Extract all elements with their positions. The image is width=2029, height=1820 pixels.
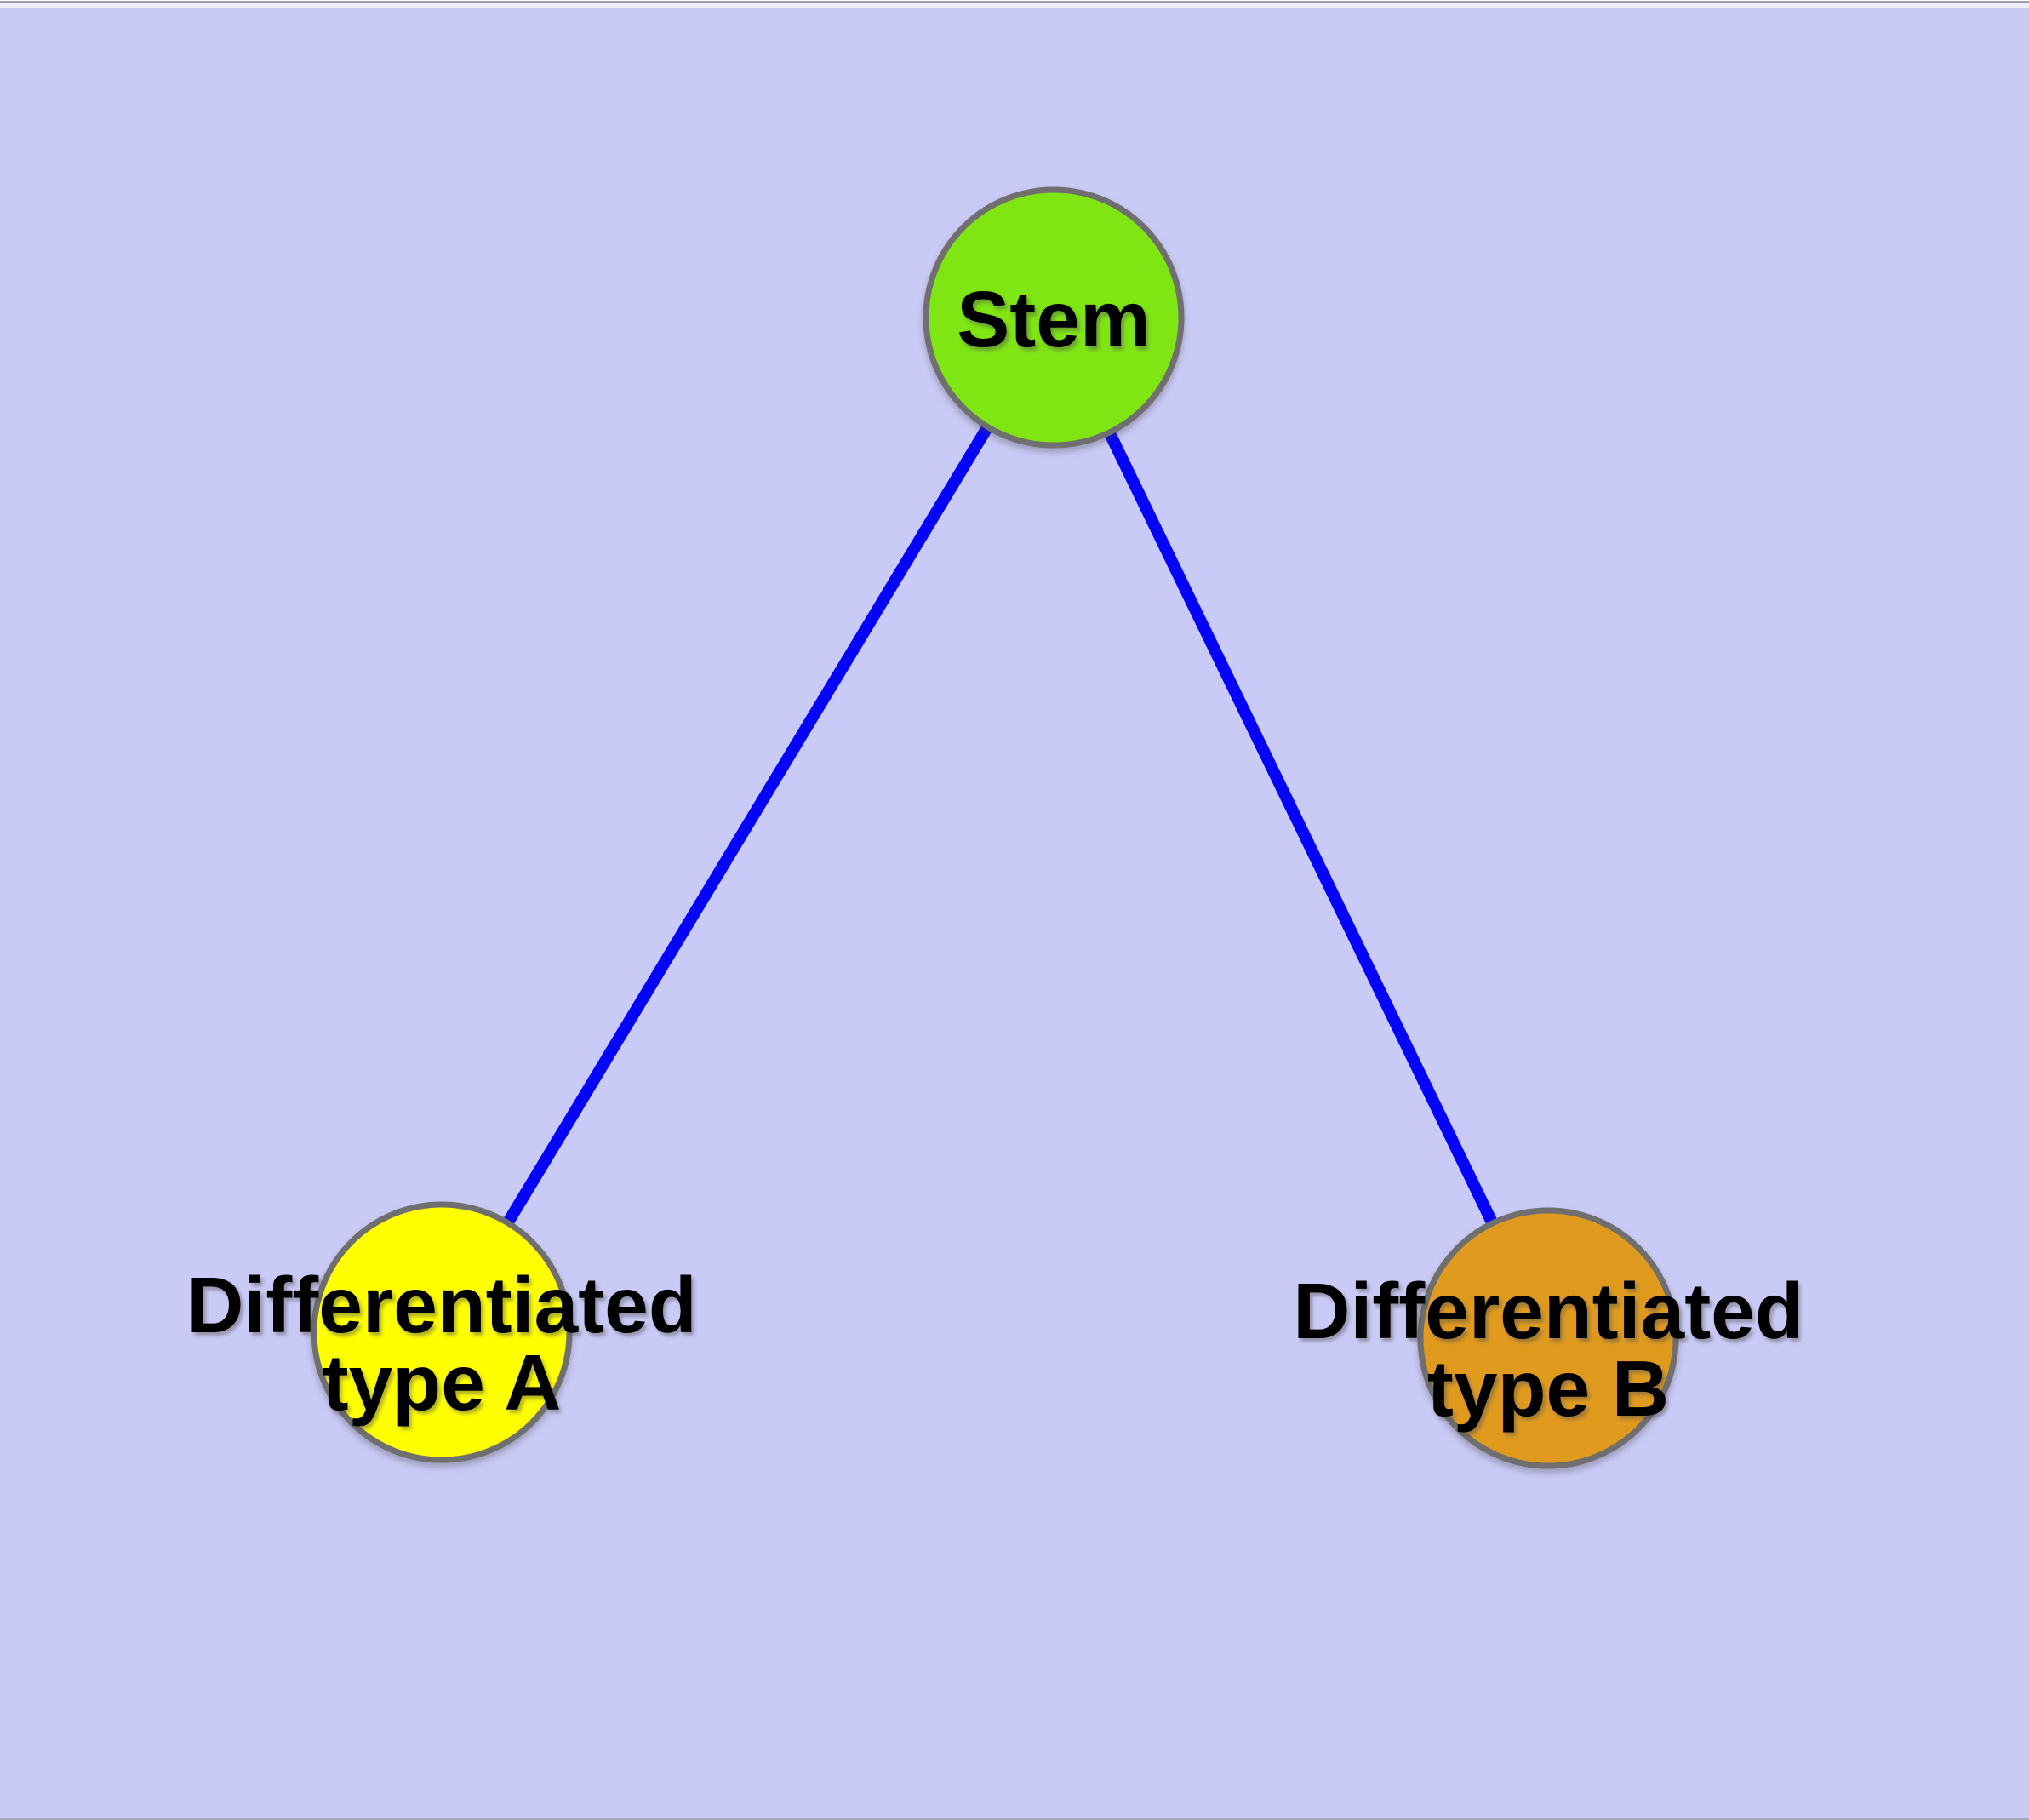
- edges-layer: [437, 314, 1554, 1342]
- node-differentiated-type-a: [311, 1201, 573, 1463]
- node-label-differentiated-type-b-line-1: Differentiated: [1293, 1267, 1803, 1355]
- edge-stem-to-differentiated-type-a: [437, 314, 1059, 1336]
- edge-stem-to-differentiated-type-b: [1048, 314, 1554, 1342]
- node-label-differentiated-type-a-line-2: type A: [323, 1338, 562, 1427]
- node-label-differentiated-type-a-line-1: Differentiated: [186, 1261, 696, 1349]
- node-label-differentiated-type-b-line-2: type B: [1427, 1344, 1669, 1433]
- node-label-stem-line-1: Stem: [957, 275, 1150, 363]
- node-differentiated-type-b: [1417, 1207, 1679, 1469]
- node-stem: [923, 186, 1185, 449]
- nodes-layer: [311, 186, 1679, 1469]
